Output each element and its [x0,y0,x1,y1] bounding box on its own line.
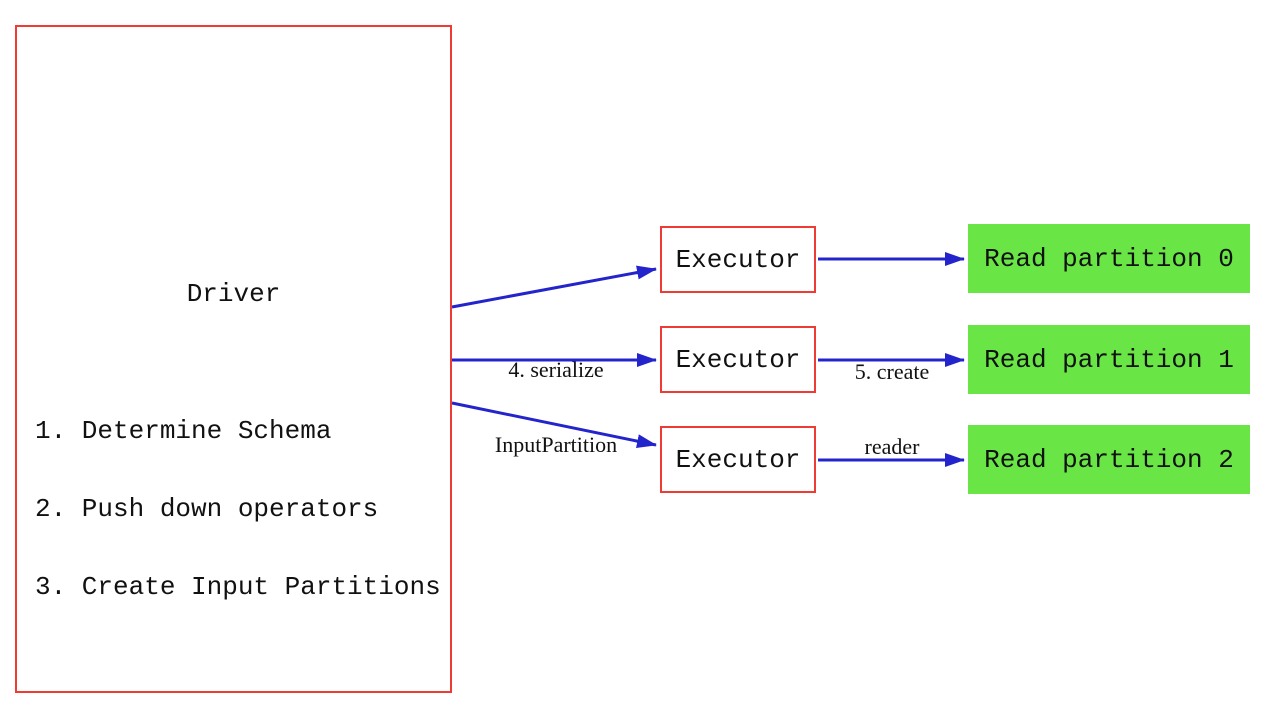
executor-box-1: Executor [660,326,816,393]
partition-box-2: Read partition 2 [968,425,1250,494]
driver-steps: 1. Determine Schema 2. Push down operato… [35,366,441,652]
driver-box: Driver 1. Determine Schema 2. Push down … [15,25,452,693]
partition-box-1: Read partition 1 [968,325,1250,394]
arrow-driver-to-executor-2 [451,401,657,449]
executor-label-0: Executor [675,244,801,275]
serialize-label-line1: 4. serialize [508,357,604,382]
serialize-inputpartition-label: 4. serialize InputPartition [446,307,666,507]
partition-label-0: Read partition 0 [984,243,1234,274]
executor-box-2: Executor [660,426,816,493]
arrow-driver-to-executor-0 [451,265,657,309]
driver-title: Driver [186,279,281,309]
executor-box-0: Executor [660,226,816,293]
partition-box-0: Read partition 0 [968,224,1250,293]
driver-step-3: 3. Create Input Partitions [35,572,441,602]
create-reader-label: 5. create reader [802,309,982,509]
executor-label-2: Executor [675,444,801,475]
partition-label-2: Read partition 2 [984,444,1234,475]
executor-label-1: Executor [675,344,801,375]
reader-label-line1: 5. create [854,359,930,384]
driver-step-2: 2. Push down operators [35,494,379,524]
serialize-label-line2: InputPartition [494,432,618,457]
driver-step-1: 1. Determine Schema [35,416,332,446]
reader-label-line2: reader [864,434,920,459]
partition-label-1: Read partition 1 [984,344,1234,375]
